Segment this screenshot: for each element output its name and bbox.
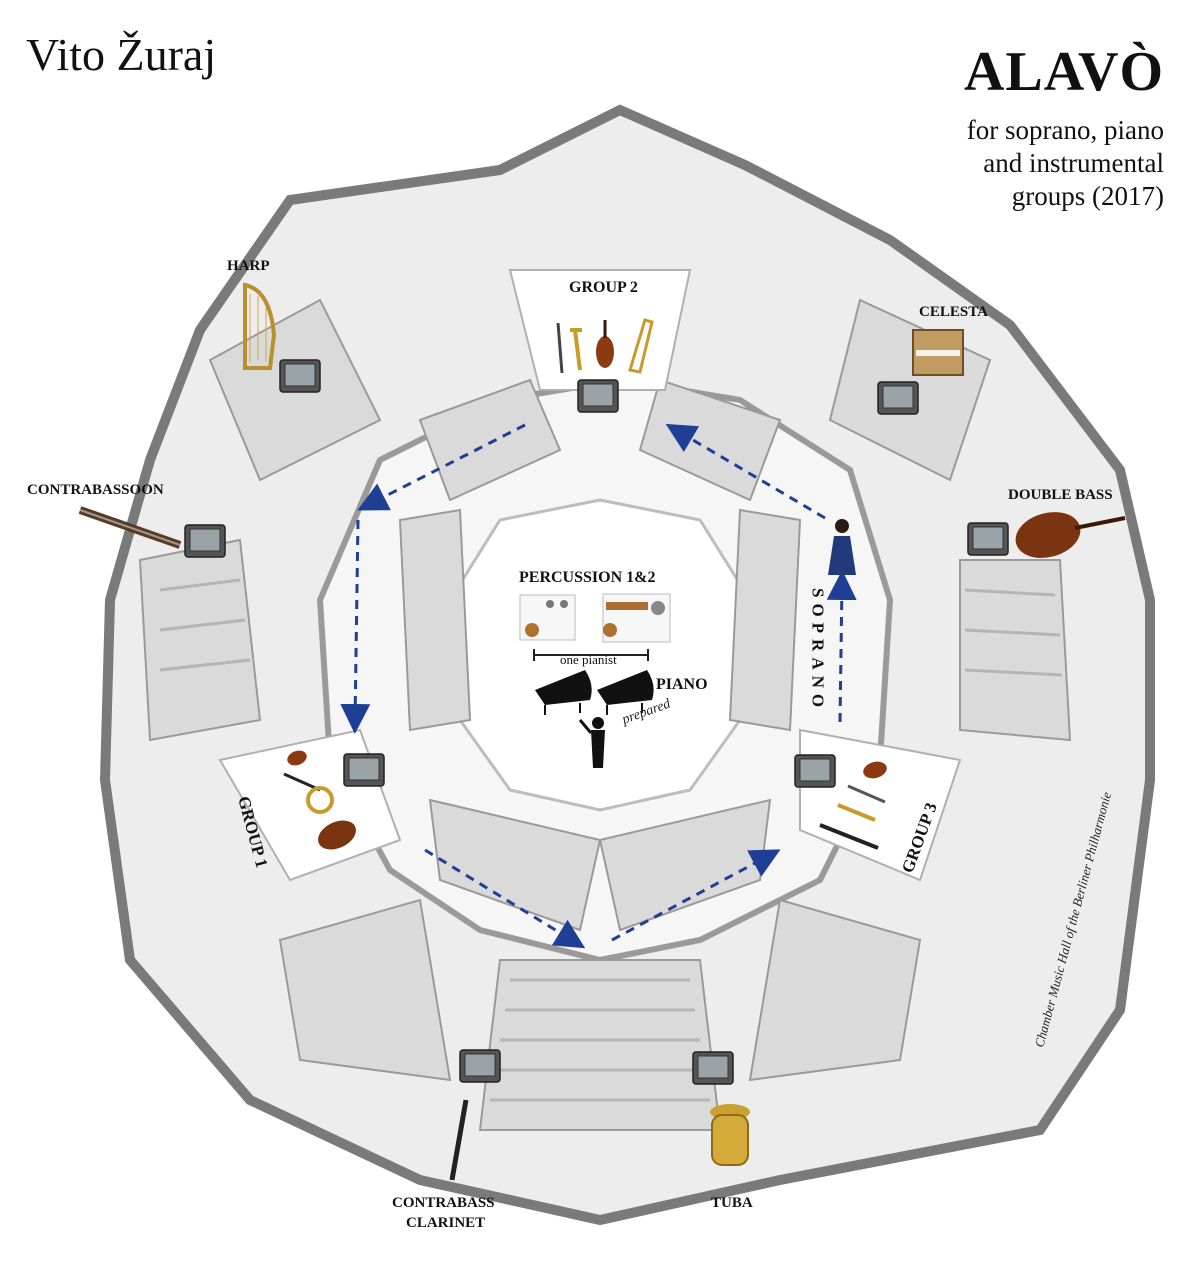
monitor-icon [459, 1049, 501, 1083]
subtitle-line-1: for soprano, piano [966, 115, 1164, 145]
percussion-icon [519, 593, 671, 643]
grand-piano-icon [597, 670, 654, 715]
contrabass-clarinet-label-line1: CONTRABASS [392, 1195, 495, 1211]
movement-arrows [340, 423, 857, 949]
soprano-singer-icon [828, 519, 856, 575]
bass-clarinet-icon [819, 823, 879, 850]
grand-piano-icon [535, 670, 592, 715]
one-pianist-bracket [533, 649, 649, 661]
monitor-icon [877, 381, 919, 415]
arrow-soprano-to-group2 [665, 423, 826, 520]
contrabassoon-icon [78, 506, 182, 549]
group2-label: GROUP 2 [569, 279, 638, 296]
tuba-icon [710, 1104, 750, 1166]
one-pianist-label: one pianist [560, 652, 617, 667]
group2-platform [508, 269, 692, 391]
violin-icon [596, 320, 614, 368]
conductor-icon [578, 717, 605, 768]
piece-subtitle: for soprano, piano and instrumental grou… [864, 114, 1164, 213]
trumpet-icon [570, 328, 582, 371]
piece-title: ALAVÒ [963, 41, 1164, 103]
trombone-icon [628, 318, 654, 374]
monitor-icon [184, 524, 226, 558]
trumpet-icon [837, 803, 876, 822]
contrabass-clarinet-label-line2: CLARINET [406, 1215, 485, 1231]
arrow-left-to-group1 [340, 519, 371, 734]
clarinet-icon [283, 772, 321, 792]
arrow-group3-to-soprano [826, 570, 857, 723]
cello-icon [287, 750, 307, 766]
horn-icon [306, 786, 334, 814]
double-bass-icon [1015, 512, 1126, 558]
bass-clarinet-icon [449, 1099, 469, 1181]
flute-icon [556, 322, 564, 374]
monitor-icon [967, 522, 1009, 556]
subtitle-line-3: groups (2017) [1011, 181, 1164, 211]
contrabassoon-label: CONTRABASSOON [27, 482, 164, 498]
harp-label: HARP [227, 258, 270, 274]
seat-rows [159, 578, 1063, 1102]
cello-icon [318, 820, 356, 850]
arrow-bottom-to-group3 [611, 849, 781, 942]
flute-icon [847, 784, 886, 804]
subtitle-line-2: and instrumental [983, 148, 1164, 178]
group3-platform [799, 728, 962, 882]
arrow-group2-to-left [357, 423, 526, 511]
monitor-icon [343, 753, 385, 787]
soprano-label: SOPRANO [809, 588, 828, 713]
monitor-icon [577, 379, 619, 413]
tuba-label: TUBA [711, 1195, 753, 1211]
double-bass-label: DOUBLE BASS [1008, 487, 1113, 503]
composer-name: Vito Žuraj [26, 29, 217, 80]
piano-label: PIANO [656, 676, 708, 693]
monitor-icon [794, 754, 836, 788]
monitor-icon [279, 359, 321, 393]
celesta-icon [912, 329, 964, 376]
celesta-label: CELESTA [919, 304, 988, 320]
harp-icon [243, 282, 277, 370]
arrow-group1-to-bottom [424, 848, 586, 949]
percussion-label: PERCUSSION 1&2 [519, 569, 655, 586]
violin-icon [863, 761, 887, 779]
monitor-icon [692, 1051, 734, 1085]
